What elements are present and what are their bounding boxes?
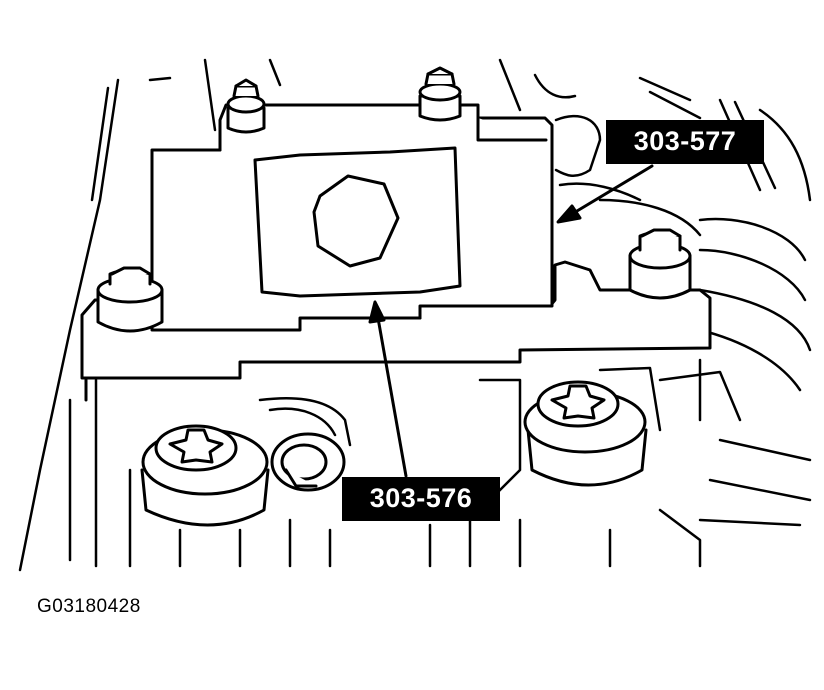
- bolt-plate-left: [96, 266, 164, 333]
- bolt-top-left: [226, 78, 266, 134]
- hexagon-drive: [312, 174, 400, 268]
- callout-label-303-576: 303-576: [342, 477, 500, 521]
- engine-background-lines: [18, 58, 812, 572]
- bolt-plate-right: [628, 228, 692, 300]
- figure-id-label: G03180428: [37, 596, 141, 617]
- bolt-top-right: [418, 66, 462, 122]
- torx-bolt-right: [523, 380, 648, 487]
- tool-303-576-plate: [253, 146, 462, 298]
- torx-bolt-left: [140, 424, 270, 527]
- leader-arrow-303-576: [368, 300, 408, 478]
- bolt-center-small: [270, 432, 346, 492]
- leader-arrow-303-577: [556, 164, 654, 224]
- callout-label-303-577: 303-577: [606, 120, 764, 164]
